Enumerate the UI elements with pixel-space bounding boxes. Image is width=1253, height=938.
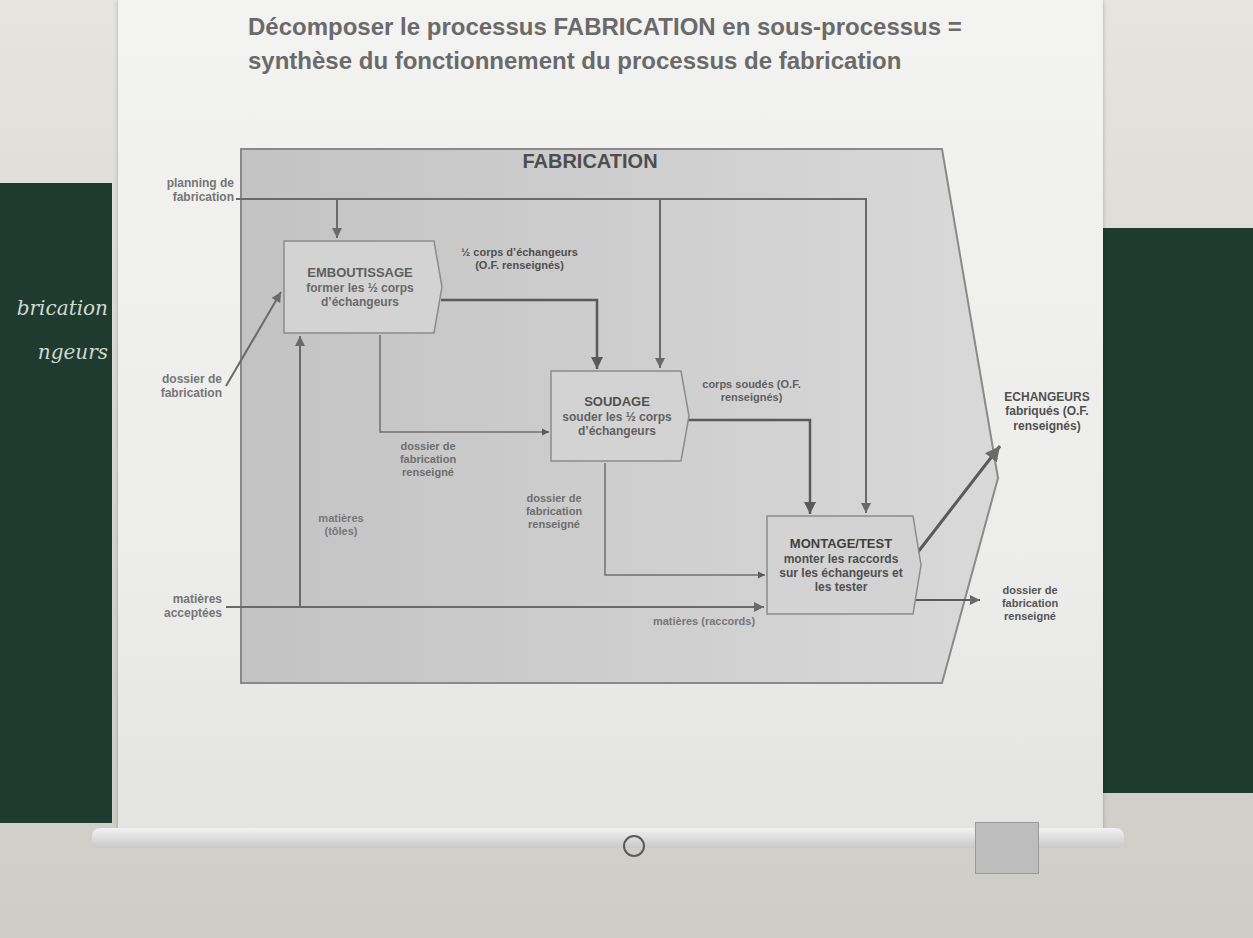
- planning-branch: [659, 199, 661, 368]
- box-text: souder les ½ corps d’échangeurs: [558, 409, 676, 438]
- materials-line: [226, 606, 764, 608]
- input-label: matières acceptées: [118, 592, 222, 621]
- connector-label: ½ corps d’échangeurs (O.F. renseignés): [452, 246, 587, 272]
- dossier-line: [226, 292, 281, 386]
- chalk-tray: [975, 822, 1039, 874]
- chalkboard-right: [1086, 228, 1253, 793]
- planning-line: [236, 199, 866, 513]
- flow-label: matières (tôles): [308, 512, 374, 538]
- box-text: monter les raccords sur les échangeurs e…: [774, 551, 908, 594]
- process-box: MONTAGE/TESTmonter les raccords sur les …: [766, 515, 922, 615]
- box-heading: MONTAGE/TEST: [774, 536, 908, 552]
- box-content: MONTAGE/TESTmonter les raccords sur les …: [774, 536, 908, 595]
- box-content: SOUDAGEsouder les ½ corps d’échangeurs: [558, 394, 676, 438]
- box-outline: [767, 516, 921, 614]
- box-heading: SOUDAGE: [558, 394, 676, 410]
- output-arrow: [918, 446, 1000, 552]
- materials-branch: [299, 336, 301, 607]
- chalk-writing: ngeurs: [14, 340, 108, 364]
- frame-outline: [241, 149, 998, 683]
- box-outline: [284, 241, 442, 333]
- input-label: planning de fabrication: [118, 176, 234, 205]
- box-outline: [551, 371, 689, 461]
- output-label: ECHANGEURS fabriqués (O.F. renseignés): [998, 390, 1096, 433]
- frame-heading-area: FABRICATION: [240, 150, 940, 173]
- screen-bottom-bar: [92, 828, 1124, 848]
- box-heading: EMBOUTISSAGE: [291, 265, 429, 281]
- connector: [380, 335, 549, 432]
- flow-label: matières (raccords): [652, 615, 756, 628]
- frame-heading: FABRICATION: [240, 150, 940, 173]
- slide-title: Décomposer le processus FABRICATION en s…: [248, 10, 1068, 77]
- connector: [441, 300, 597, 369]
- input-label: dossier de fabrication: [118, 372, 222, 401]
- process-box: EMBOUTISSAGEformer les ½ corps d’échange…: [283, 240, 443, 334]
- process-frame: FABRICATION EMBOUTISSAGEformer les ½ corp…: [240, 148, 1000, 684]
- output-label: dossier de fabrication renseigné: [984, 584, 1076, 624]
- chalk-writing: brication: [14, 296, 108, 320]
- box-content: EMBOUTISSAGEformer les ½ corps d’échange…: [291, 265, 429, 309]
- connector: [688, 420, 810, 514]
- connector: [605, 463, 765, 575]
- process-box: SOUDAGEsouder les ½ corps d’échangeurs: [550, 370, 690, 462]
- chalkboard-left: [0, 183, 112, 823]
- connector-label: dossier de fabrication renseigné: [510, 492, 598, 532]
- planning-branch: [336, 199, 338, 238]
- pull-ring: [624, 836, 644, 856]
- output-arrow: [916, 599, 980, 601]
- box-text: former les ½ corps d’échangeurs: [291, 280, 429, 309]
- connector-label: corps soudés (O.F. renseignés): [694, 378, 809, 404]
- connector-label: dossier de fabrication renseigné: [388, 440, 468, 480]
